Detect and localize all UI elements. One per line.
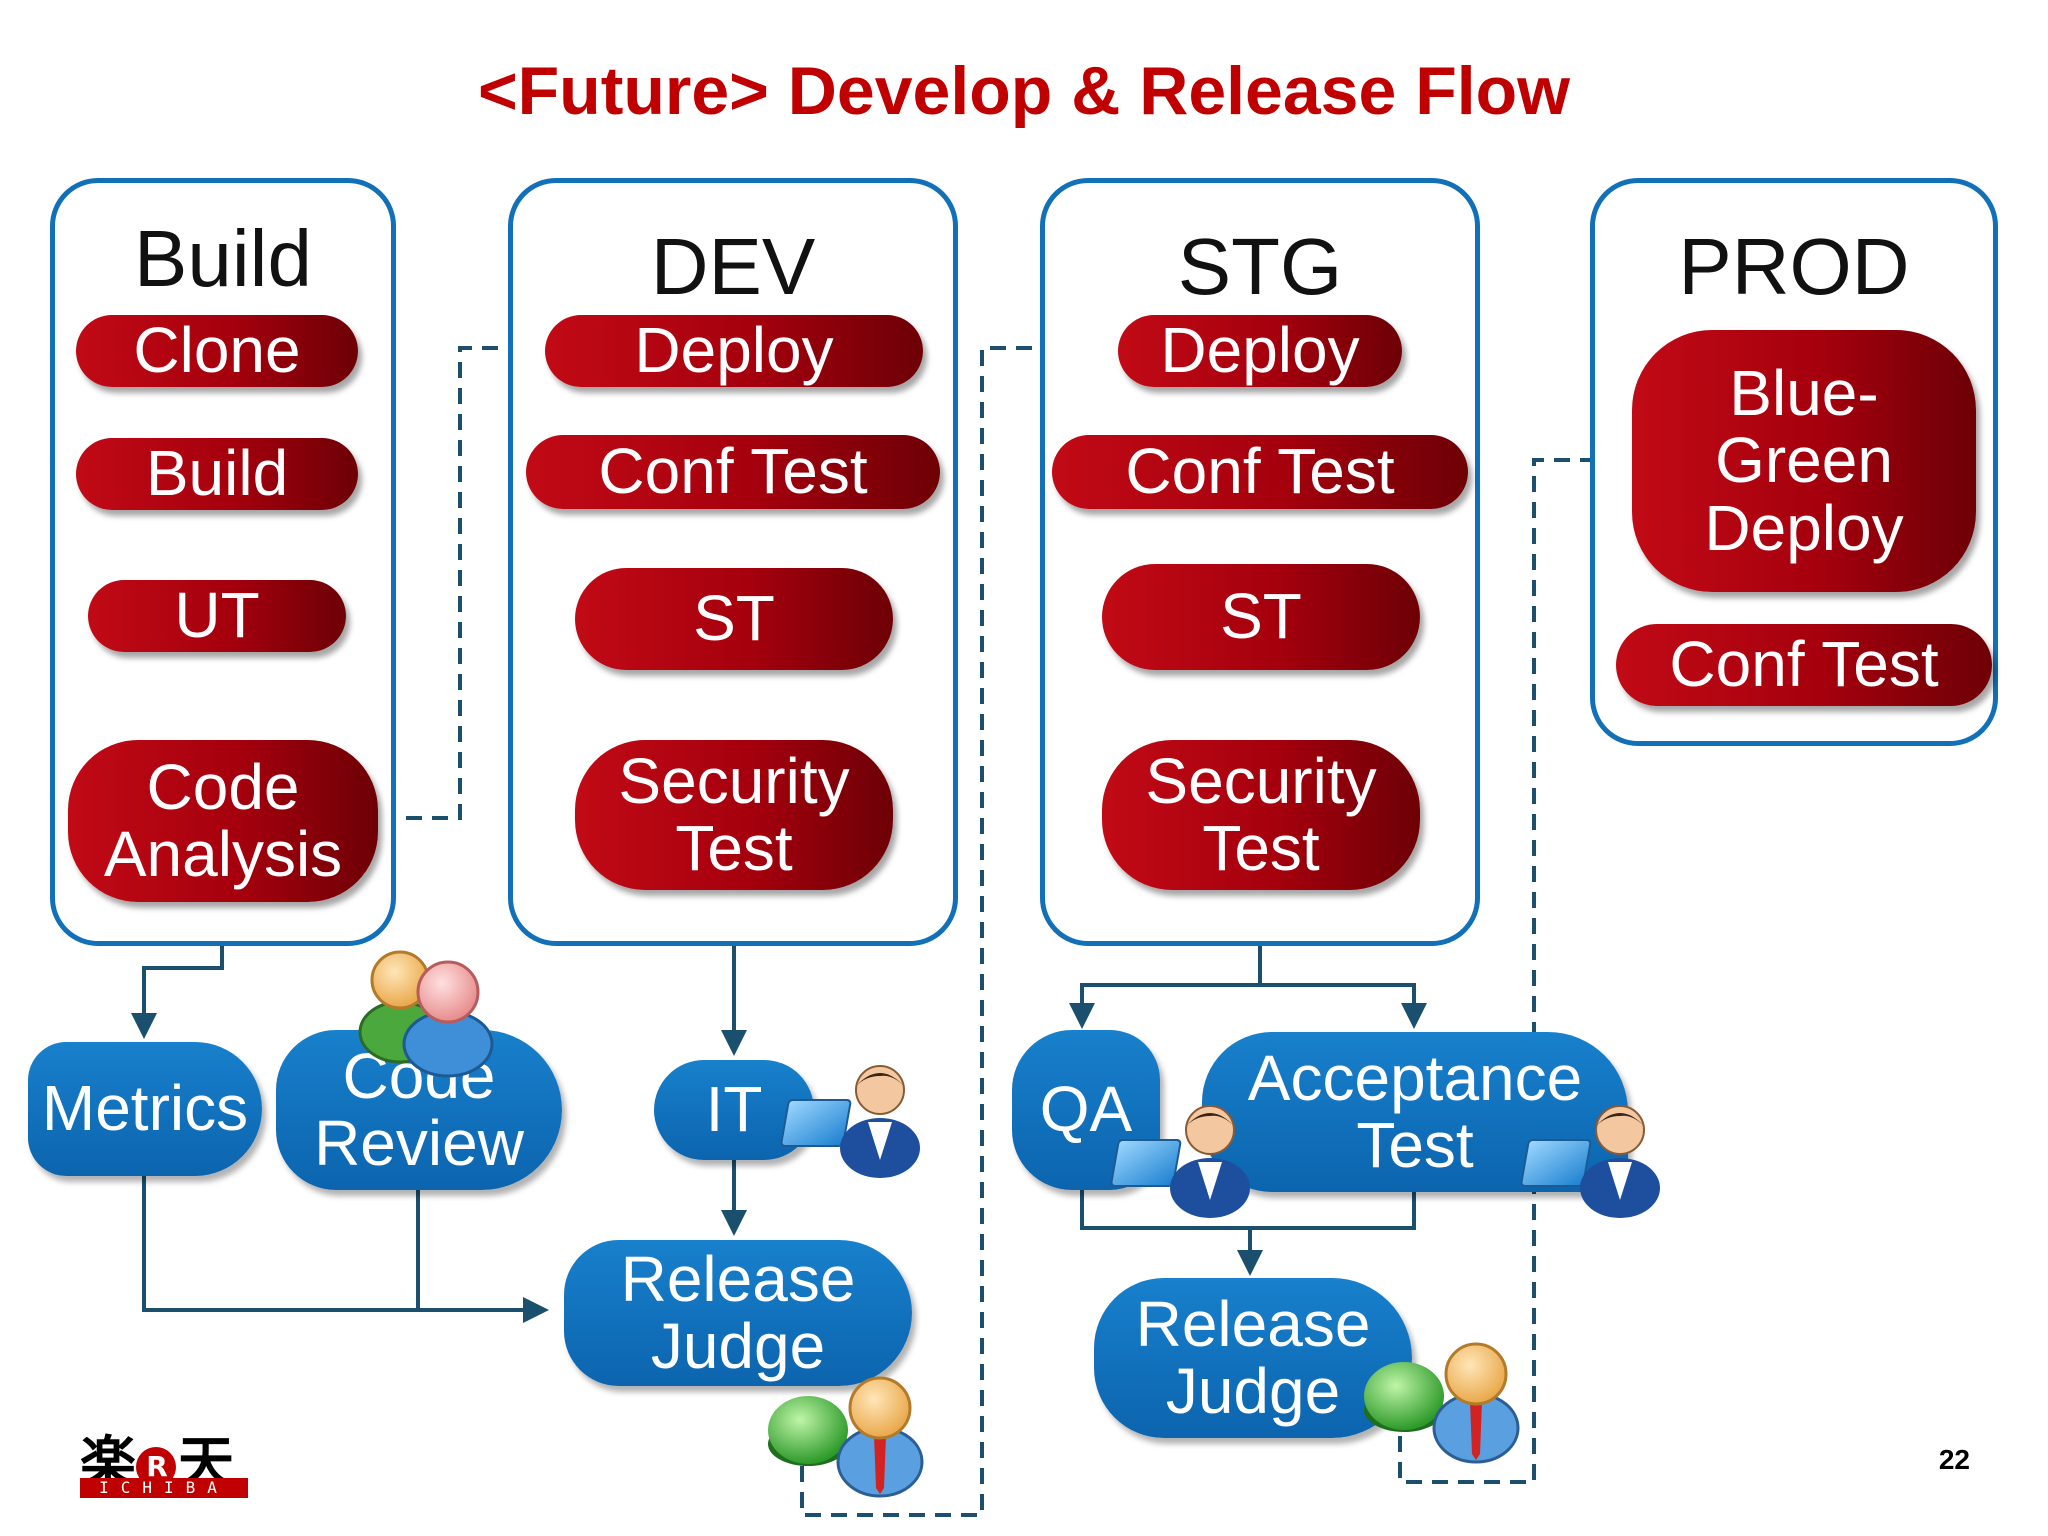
step-stg-deploy: Deploy — [1118, 315, 1402, 387]
step-dev-st: ST — [575, 568, 893, 670]
step-ut: UT — [88, 580, 346, 652]
dashed-connectors — [380, 335, 1626, 1517]
step-clone: Clone — [76, 315, 358, 387]
step-dev-conf-test: Conf Test — [526, 435, 940, 509]
gate-code-review: Code Review — [276, 1030, 562, 1190]
gate-qa: QA — [1012, 1030, 1160, 1190]
step-stg-st: ST — [1102, 564, 1420, 670]
stage-label-prod: PROD — [1678, 222, 1910, 311]
logo-subtext: ICHIBA — [80, 1478, 248, 1498]
step-blue-green-deploy: Blue- Green Deploy — [1632, 330, 1976, 592]
gate-acceptance-test: Acceptance Test — [1202, 1032, 1628, 1192]
gate-it: IT — [654, 1060, 814, 1160]
stage-label-stg: STG — [1177, 222, 1343, 311]
stage-label-build: Build — [134, 214, 312, 303]
step-build: Build — [76, 438, 358, 510]
page-title: <Future> Develop & Release Flow — [477, 53, 1571, 129]
step-prod-conf-test: Conf Test — [1616, 624, 1992, 706]
step-dev-security-test: Security Test — [575, 740, 893, 890]
gate-release-judge-dev: Release Judge — [564, 1240, 912, 1386]
step-stg-conf-test: Conf Test — [1052, 435, 1468, 509]
stage-label-dev: DEV — [650, 222, 816, 311]
page-number: 22 — [1938, 1444, 1970, 1475]
step-code-analysis: Code Analysis — [68, 740, 378, 902]
gate-metrics: Metrics — [28, 1042, 262, 1176]
step-dev-deploy: Deploy — [545, 315, 923, 387]
step-stg-security-test: Security Test — [1102, 740, 1420, 890]
gate-release-judge-stg: Release Judge — [1094, 1278, 1412, 1438]
